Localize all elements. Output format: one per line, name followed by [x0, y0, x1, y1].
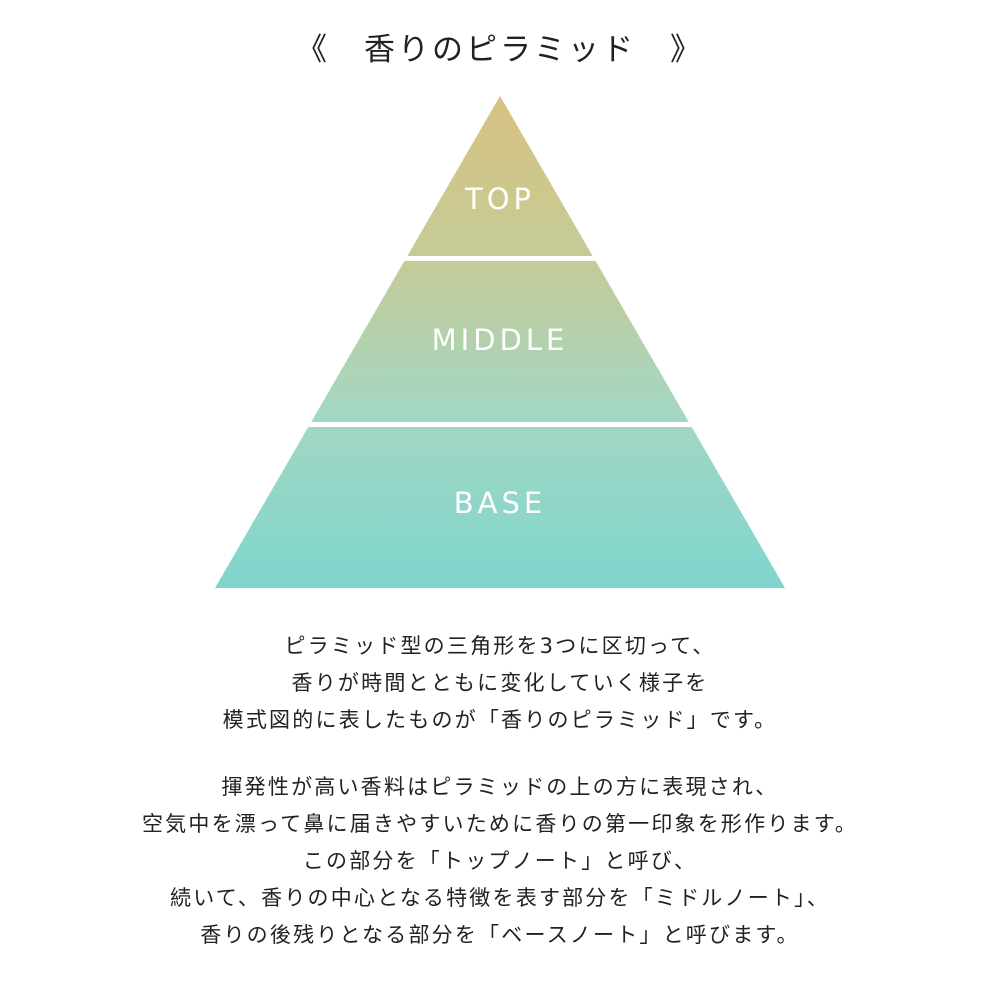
- paragraph-2-line-5: 香りの後残りとなる部分を「ベースノート」と呼びます。: [200, 923, 800, 947]
- paragraph-1-line-3: 模式図的に表したものが「香りのピラミッド」です。: [222, 708, 778, 732]
- pyramid-tier-label-middle: MIDDLE: [431, 323, 569, 357]
- fragrance-pyramid-diagram: TOP MIDDLE BASE: [215, 96, 785, 588]
- paragraph-2-line-1: 揮発性が高い香料はピラミッドの上の方に表現され、: [221, 775, 779, 799]
- paragraph-1-line-2: 香りが時間とともに変化していく様子を: [291, 671, 709, 695]
- paragraph-2-line-2: 空気中を漂って鼻に届きやすいために香りの第一印象を形作ります。: [141, 812, 859, 836]
- page-title: 《 香りのピラミッド 》: [296, 32, 704, 68]
- paragraph-2-line-4: 続いて、香りの中心となる特徴を表す部分を「ミドルノート」、: [170, 886, 830, 910]
- description-block: ピラミッド型の三角形を3つに区切って、 香りが時間とともに変化していく様子を 模…: [0, 628, 1000, 954]
- pyramid-tier-label-top: TOP: [464, 182, 536, 216]
- pyramid-divider-top-middle: [215, 256, 785, 261]
- pyramid-triangle-body: [215, 96, 785, 588]
- paragraph-2: 揮発性が高い香料はピラミッドの上の方に表現され、 空気中を漂って鼻に届きやすいた…: [0, 769, 1000, 954]
- paragraph-1: ピラミッド型の三角形を3つに区切って、 香りが時間とともに変化していく様子を 模…: [0, 628, 1000, 739]
- pyramid-tier-label-base: BASE: [453, 486, 547, 520]
- paragraph-1-line-1: ピラミッド型の三角形を3つに区切って、: [284, 634, 716, 658]
- pyramid-shape: [215, 96, 785, 588]
- paragraph-2-line-3: この部分を「トップノート」と呼び、: [302, 849, 698, 873]
- pyramid-divider-middle-base: [215, 422, 785, 427]
